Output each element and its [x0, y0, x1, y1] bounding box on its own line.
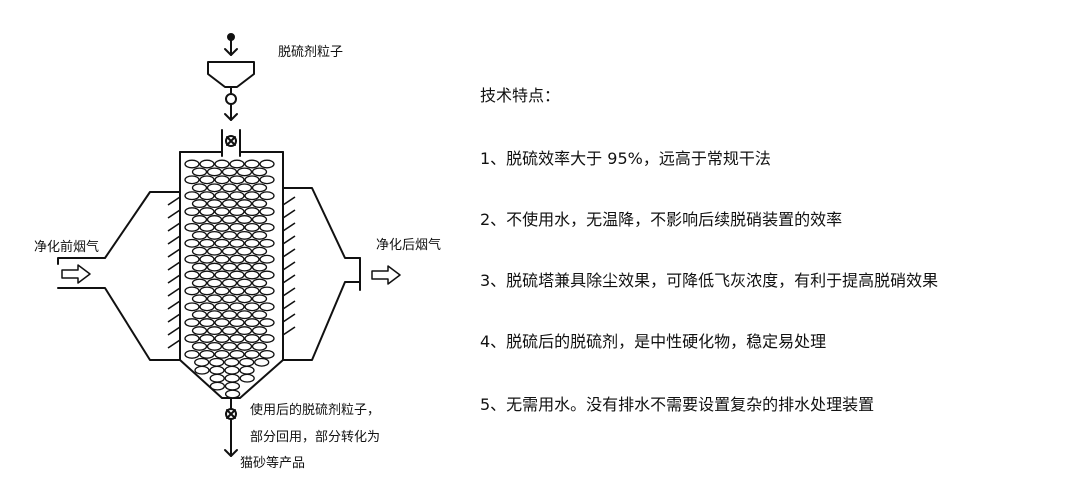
outlet-housing-upper — [282, 187, 361, 267]
feature-item: 4、脱硫后的脱硫剂，是中性硬化物，稳定易处理 — [480, 332, 827, 351]
feed-hopper — [207, 61, 255, 88]
sorbent-input-label: 脱硫剂粒子 — [278, 45, 344, 60]
feature-item: 3、脱硫塔兼具除尘效果，可降低飞灰浓度，有利于提高脱硝效果 — [480, 271, 939, 290]
outlet-housing-lower — [282, 281, 361, 361]
tower-drawing — [57, 33, 401, 457]
sorbent-granular-bed — [184, 159, 275, 399]
desulfurization-tower-diagram: 脱硫剂粒子 净化前烟气 净化后烟气 使用后的脱硫剂粒子， 部分回用，部分转化为 … — [0, 0, 470, 482]
rotary-valve-icon — [225, 93, 237, 105]
feature-item: 5、无需用水。没有排水不需要设置复杂的排水处理装置 — [480, 395, 875, 414]
features-title: 技术特点： — [480, 86, 561, 105]
output-label-line-3: 猫砂等产品 — [240, 456, 306, 471]
outlet-arrow-icon — [371, 265, 401, 285]
inlet-housing-lower — [57, 287, 181, 361]
inlet-flue-gas-label: 净化前烟气 — [34, 240, 100, 255]
inlet-louvres — [167, 196, 181, 349]
output-label-line-1: 使用后的脱硫剂粒子， — [250, 403, 381, 418]
inlet-arrow-icon — [61, 264, 91, 284]
feature-item: 1、脱硫效率大于 95%，远高于常规干法 — [480, 149, 771, 168]
outlet-flue-gas-label: 净化后烟气 — [376, 238, 442, 253]
inlet-housing-upper — [57, 191, 181, 265]
outlet-louvres — [282, 196, 296, 336]
feature-item: 2、不使用水，无温降，不影响后续脱硝装置的效率 — [480, 210, 843, 229]
output-label-line-2: 部分回用，部分转化为 — [250, 430, 381, 445]
